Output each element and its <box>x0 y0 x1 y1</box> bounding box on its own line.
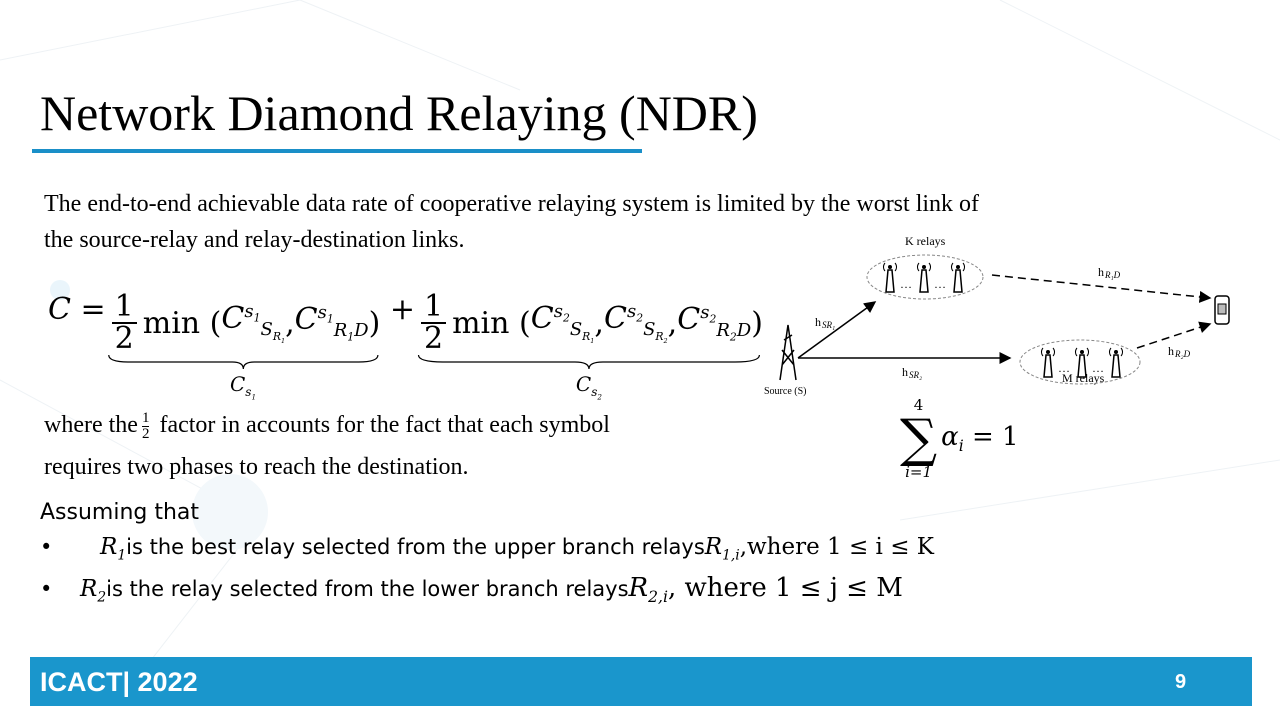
svg-text:SR₁: SR₁ <box>822 320 835 330</box>
title-underline <box>32 149 642 153</box>
svg-text:…: … <box>1058 361 1070 375</box>
slide-title: Network Diamond Relaying (NDR) <box>40 85 758 141</box>
m-relays-label: M relays <box>1062 371 1105 385</box>
svg-text:…: … <box>1092 361 1104 375</box>
svg-text:Source (S): Source (S) <box>764 386 807 397</box>
svg-text:h: h <box>1098 265 1104 279</box>
bullet-r2: •R2 is the relay selected from the lower… <box>40 573 903 607</box>
phone-icon <box>1214 295 1230 325</box>
svg-text:…: … <box>900 277 912 291</box>
page-number: 9 <box>1175 671 1187 693</box>
k-relays-label: K relays <box>905 234 946 248</box>
svg-text:…: … <box>934 277 946 291</box>
alpha-sum-constraint: 4∑i=1 αi = 1 <box>900 396 1019 481</box>
cs1-label: Cs1 <box>229 372 257 402</box>
svg-text:SR₂: SR₂ <box>909 370 922 380</box>
assumption-heading: Assuming that <box>40 500 200 525</box>
svg-text:R₂D: R₂D <box>1174 349 1191 359</box>
source-tower-icon <box>779 324 797 381</box>
intro-line-1: The end-to-end achievable data rate of c… <box>44 191 980 217</box>
bullet-r1: • R1 is the best relay selected from the… <box>40 534 934 564</box>
cs2-label: Cs2 <box>575 372 602 402</box>
intro-line-2: the source-relay and relay-destination l… <box>44 227 465 253</box>
svg-text:h: h <box>815 315 821 329</box>
svg-text:h: h <box>1168 344 1174 358</box>
footer-bar: ICACT| 2022 9 <box>30 657 1252 706</box>
conference-brand: ICACT| 2022 <box>40 667 198 697</box>
svg-text:h: h <box>902 365 908 379</box>
svg-text:R₁D: R₁D <box>1104 270 1121 280</box>
